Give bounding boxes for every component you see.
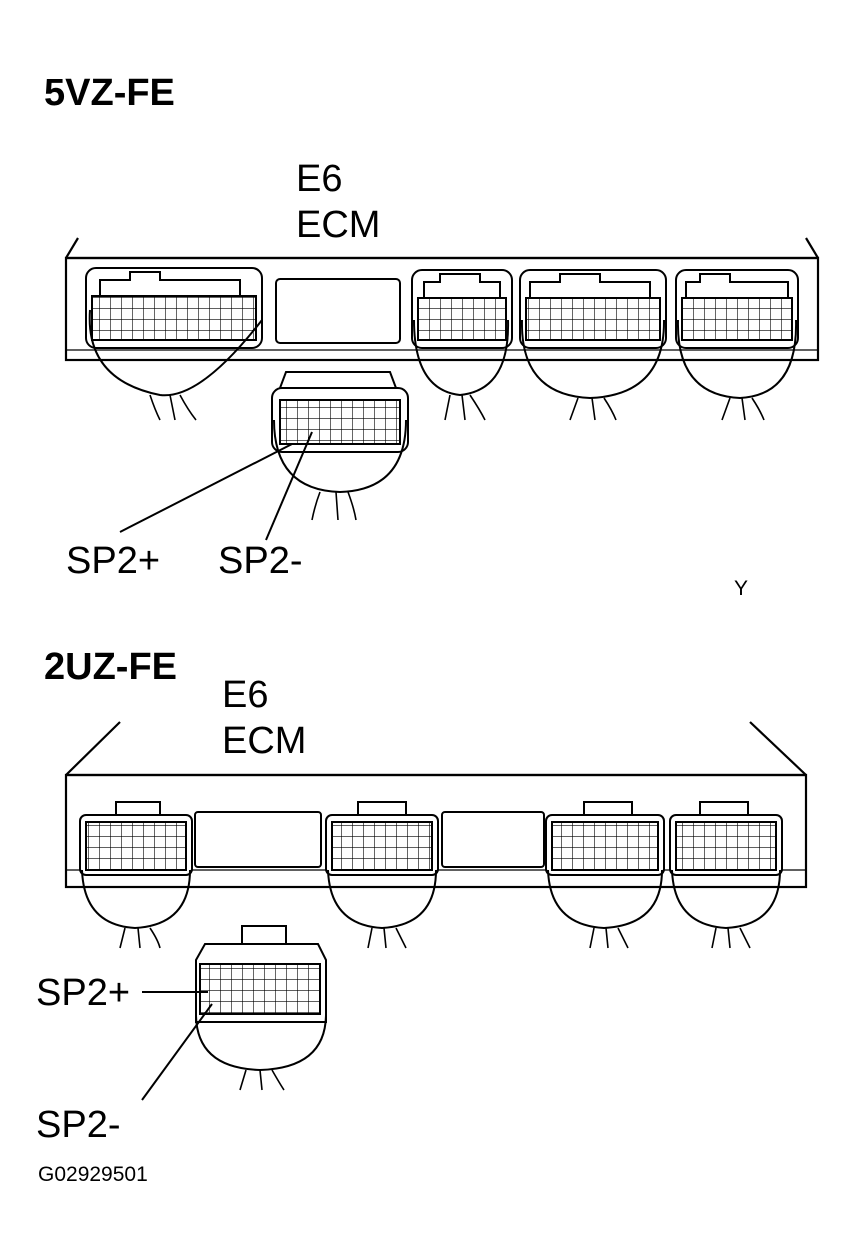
ecm-5vz-blank-window xyxy=(275,278,401,344)
ecm-5vz-housing xyxy=(64,237,820,362)
ecm-2uz-connector-4 xyxy=(669,801,783,949)
engine-heading-5vz: 5VZ-FE xyxy=(44,72,175,114)
ecm-5vz-connector-1 xyxy=(85,267,263,421)
connector-id-2uz: E6 xyxy=(222,674,269,716)
pin-label-sp2-minus-5vz: SP2- xyxy=(218,540,303,582)
figure-code: G02929501 xyxy=(38,1163,148,1186)
ecm-5vz-connector-4 xyxy=(675,269,799,421)
pin-label-sp2-plus-2uz: SP2+ xyxy=(36,972,131,1014)
ecm-5vz-connector-3 xyxy=(519,269,667,421)
ecm-2uz-blank-window-2 xyxy=(441,811,545,868)
ecm-2uz-blank-window-1 xyxy=(194,811,322,868)
ecm-2uz-connector-3 xyxy=(545,801,665,949)
leader-lines-5vz xyxy=(119,431,313,541)
leader-lines-2uz xyxy=(141,991,213,1101)
ecm-2uz-connector-2 xyxy=(325,801,439,949)
corner-mark: Y xyxy=(734,577,749,600)
pin-label-sp2-plus-5vz: SP2+ xyxy=(66,540,161,582)
e6-connector-2uz xyxy=(195,925,327,1091)
connector-id-5vz: E6 xyxy=(296,158,343,200)
unit-label-5vz: ECM xyxy=(296,204,381,246)
ecm-2uz-connector-1 xyxy=(79,801,193,949)
ecm-5vz-connector-2 xyxy=(411,269,513,421)
e6-connector-5vz xyxy=(271,371,409,521)
pin-label-sp2-minus-2uz: SP2- xyxy=(36,1104,121,1146)
engine-heading-2uz: 2UZ-FE xyxy=(44,646,177,688)
unit-label-2uz: ECM xyxy=(222,720,307,762)
